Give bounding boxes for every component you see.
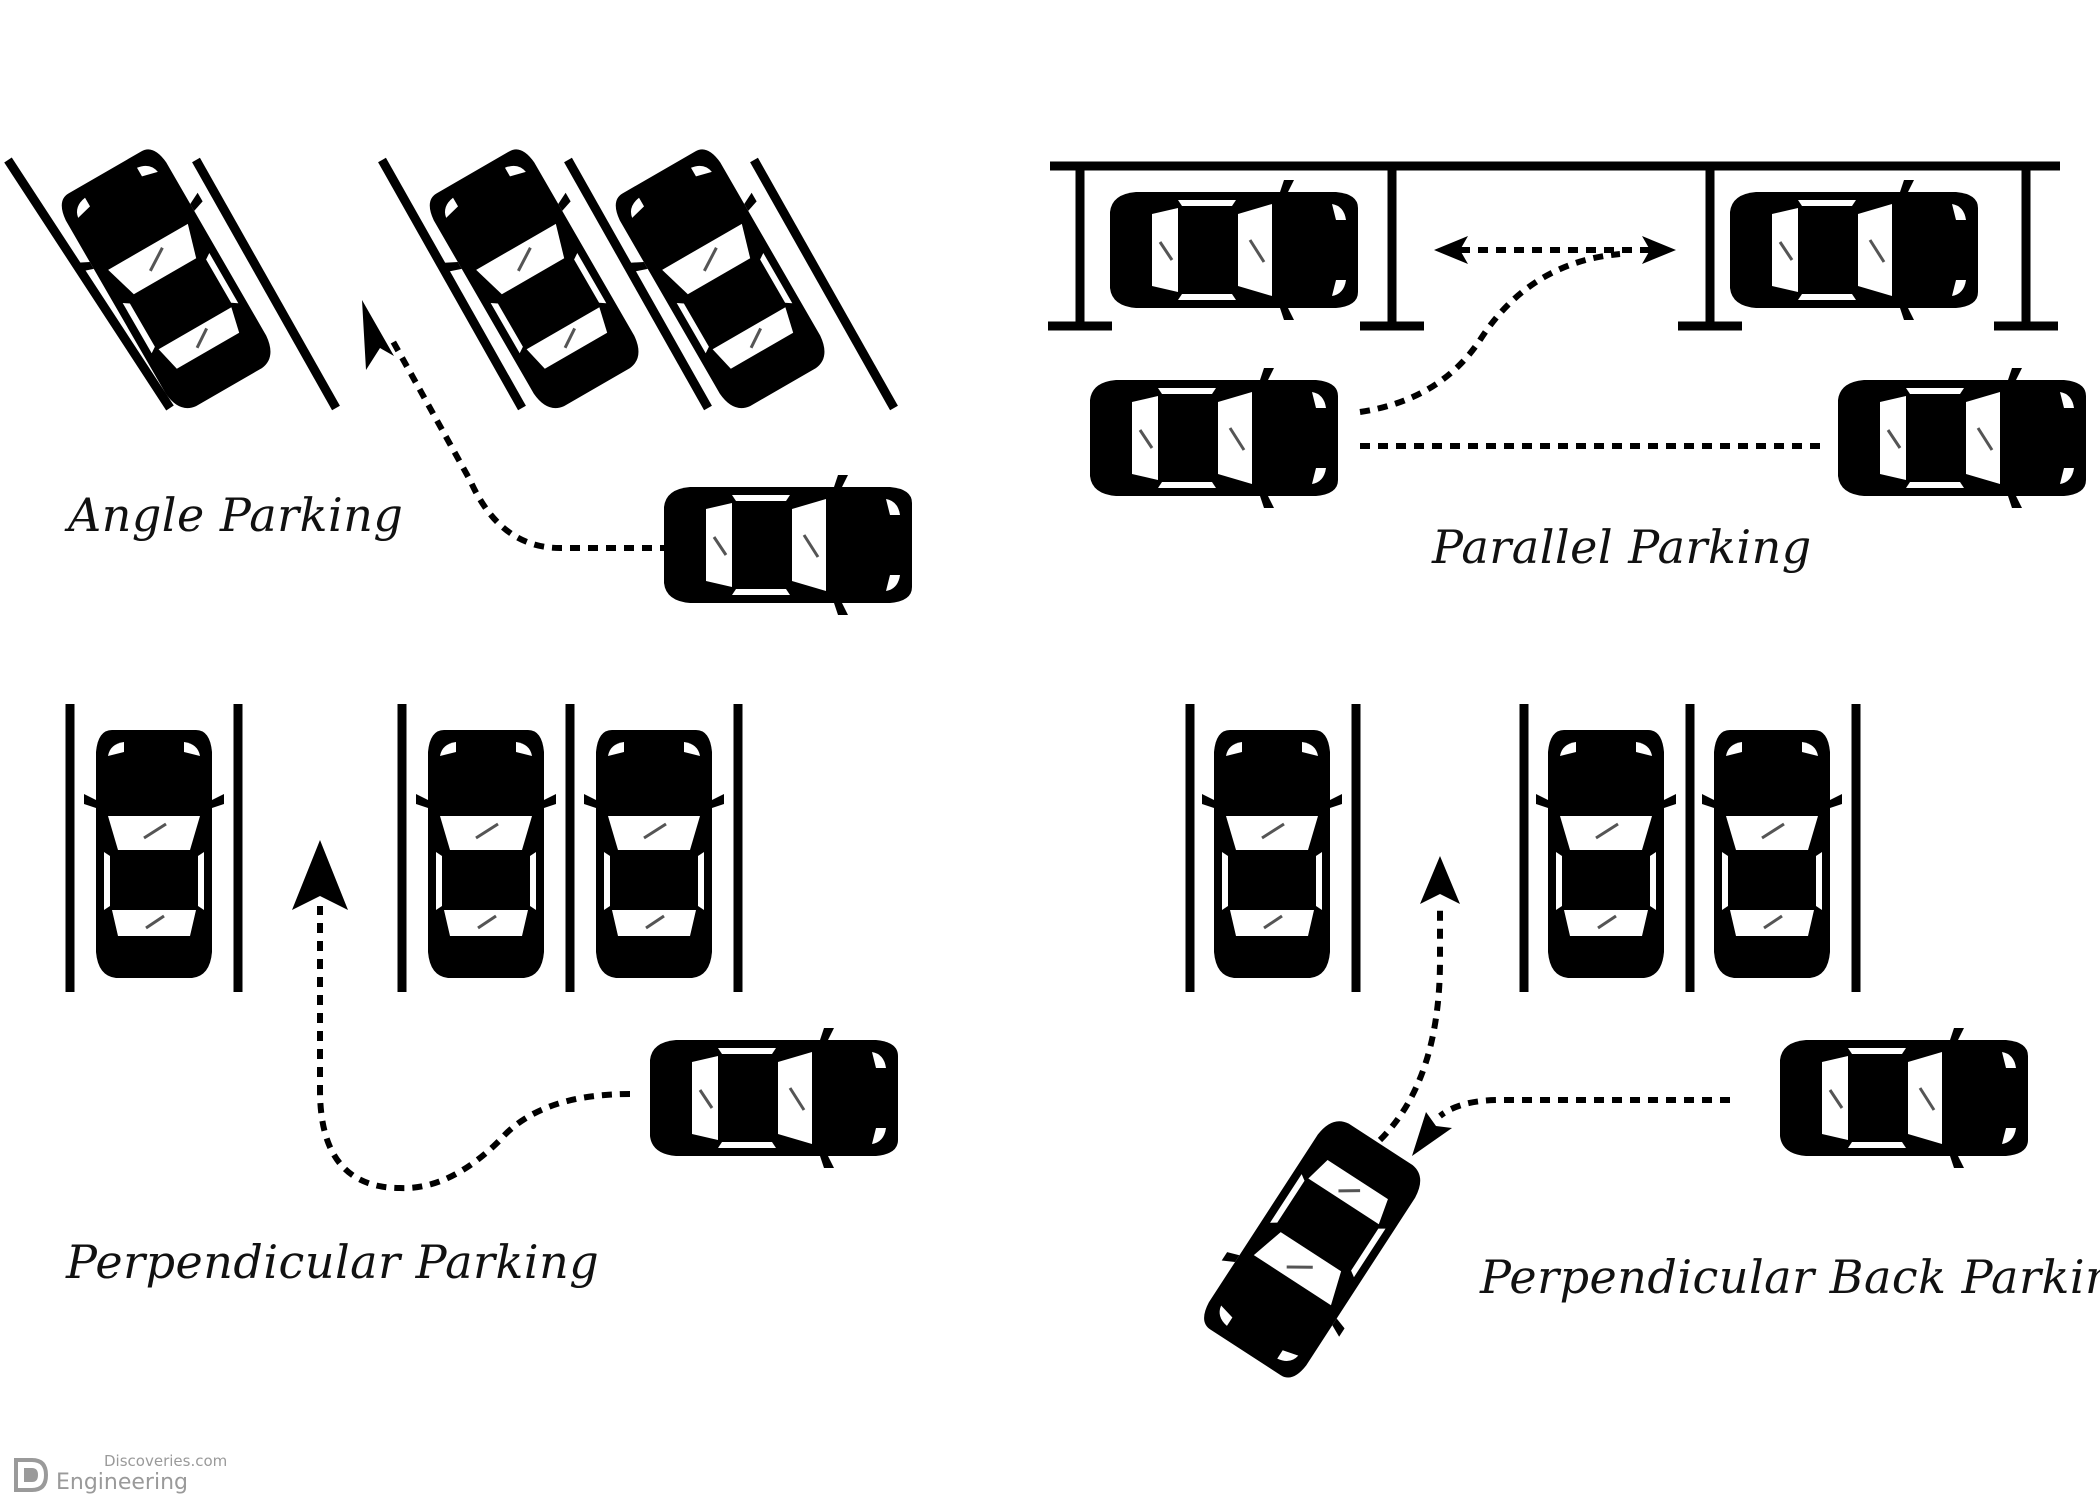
- perpendicular-parked-car-1: [82, 728, 226, 980]
- back-path-arrowhead-1: [1412, 1112, 1452, 1156]
- back-parked-car-2: [1534, 728, 1678, 980]
- perpendicular-lines: [65, 704, 743, 992]
- watermark-line2: Engineering: [56, 1470, 188, 1495]
- back-path-straight: [1438, 1097, 1730, 1119]
- perpendicular-path-arrow: [317, 906, 631, 1192]
- parallel-curb: [1048, 161, 2060, 331]
- perpendicular-parked-car-3: [582, 728, 726, 980]
- back-moving-car-2: [1185, 1104, 1441, 1392]
- back-parked-car-1: [1200, 728, 1344, 980]
- angle-incoming-car: [662, 473, 914, 617]
- perpendicular-arrowhead: [292, 840, 348, 910]
- angle-parking-lines: [4, 157, 898, 411]
- watermark-logo-icon: [14, 1458, 49, 1492]
- back-parked-car-3: [1700, 728, 1844, 980]
- back-parking-lines: [1185, 704, 1861, 992]
- parallel-parking-label: Parallel Parking: [1432, 520, 1812, 574]
- angle-path-arrow: [387, 334, 670, 551]
- parallel-parked-car-2: [1728, 178, 1980, 322]
- back-path-arrowhead-2: [1420, 856, 1460, 904]
- perpendicular-parking-label: Perpendicular Parking: [66, 1235, 600, 1289]
- parallel-gap-arrowhead-left: [1434, 236, 1468, 264]
- parallel-moving-car-2: [1836, 366, 2088, 510]
- parallel-gap-arrowhead-right: [1642, 236, 1676, 264]
- back-moving-car-1: [1778, 1026, 2030, 1170]
- parallel-path-curve: [1359, 251, 1621, 415]
- parallel-parked-car-1: [1108, 178, 1360, 322]
- angle-parking-label: Angle Parking: [68, 488, 404, 542]
- back-path-up: [1377, 904, 1443, 1143]
- parallel-moving-car-1: [1088, 366, 1340, 510]
- perpendicular-back-parking-label: Perpendicular Back Parking: [1480, 1250, 2100, 1304]
- watermark-line1: Discoveries.com: [104, 1452, 228, 1470]
- angle-arrowhead: [362, 300, 394, 370]
- perpendicular-parked-car-2: [414, 728, 558, 980]
- perpendicular-incoming-car: [648, 1026, 900, 1170]
